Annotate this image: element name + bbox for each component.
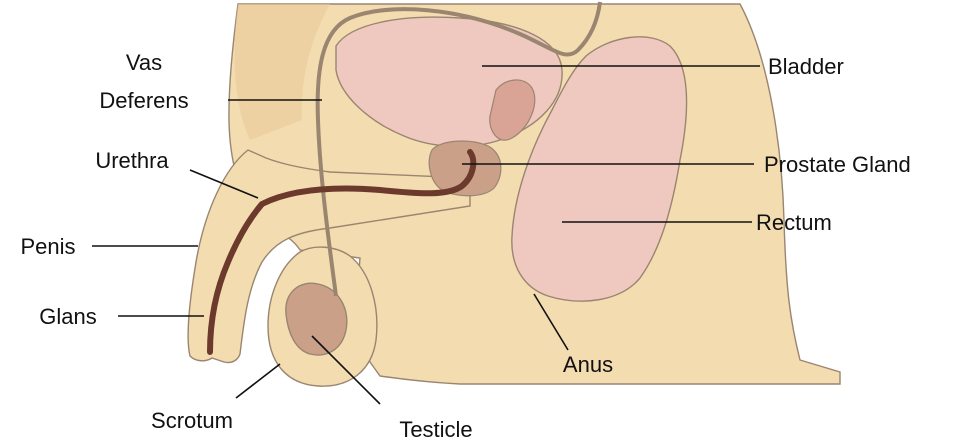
label-bladder: Bladder (768, 54, 844, 79)
label-prostate: Prostate Gland (764, 152, 911, 177)
label-vas-line2: Deferens (99, 88, 188, 113)
label-scrotum: Scrotum (151, 408, 233, 433)
label-glans: Glans (39, 304, 96, 329)
label-anus: Anus (563, 352, 613, 377)
label-testicle: Testicle (399, 417, 472, 442)
label-rectum: Rectum (756, 210, 832, 235)
label-urethra: Urethra (95, 148, 169, 173)
scrotum-leader (236, 364, 280, 398)
label-vas-line1: Vas (126, 50, 162, 75)
prostate-organ (429, 141, 501, 196)
label-penis: Penis (20, 234, 75, 259)
